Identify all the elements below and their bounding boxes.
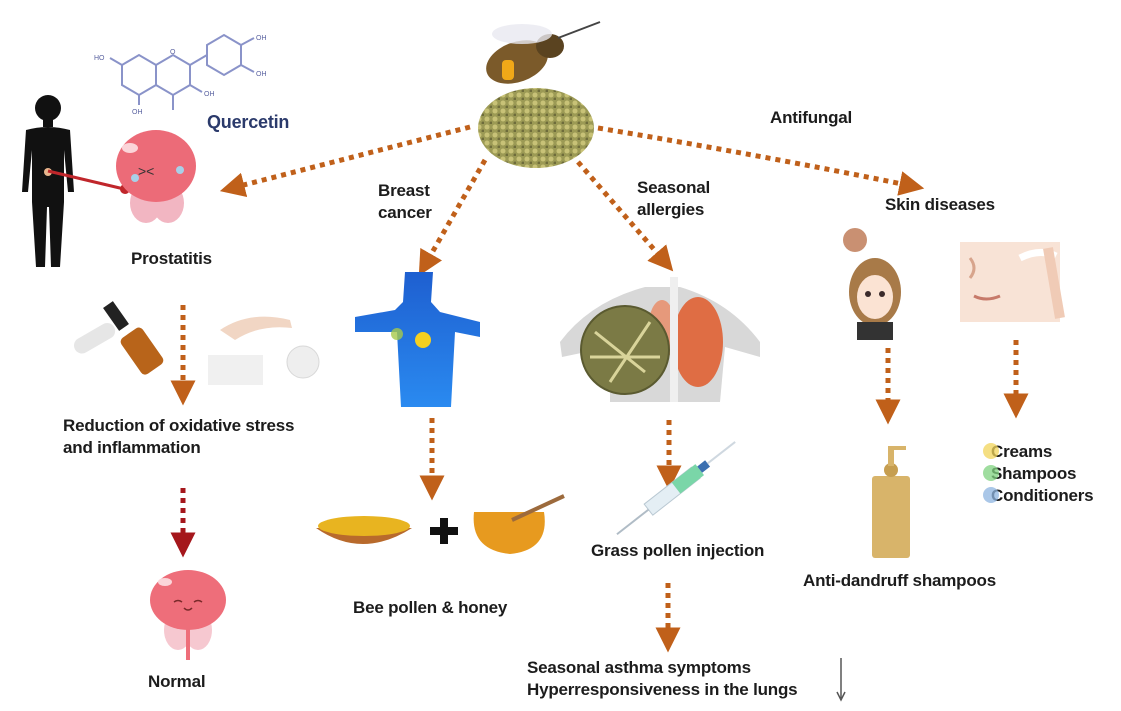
arrow-to-skin-diseases [597, 125, 925, 196]
asthma-outcome-label: Seasonal asthma symptoms Hyperresponsive… [527, 657, 798, 701]
antifungal-label: Antifungal [770, 108, 853, 127]
shampoo-bottle-icon [872, 446, 910, 558]
svg-text:OH: OH [256, 35, 267, 42]
breast-anatomy-icon [355, 272, 480, 407]
quercetin-label: Quercetin [207, 112, 290, 132]
syringe-icon [616, 441, 736, 536]
svg-text:><: >< [138, 163, 154, 179]
breast-cancer-label: Breast cancer [378, 180, 432, 224]
bee-icon [486, 21, 601, 84]
human-silhouette-icon [22, 95, 74, 267]
seasonal-allergies-label: Seasonal allergies [637, 177, 710, 221]
svg-text:OH: OH [204, 91, 215, 98]
skin-products-list: Creams Shampoos Conditioners [983, 441, 1094, 507]
product-shampoos: Shampoos [983, 463, 1093, 485]
supplements-icon [74, 301, 320, 385]
product-creams: Creams [983, 441, 1093, 463]
blue-bubble-icon [983, 487, 999, 503]
face-cream-icon [960, 242, 1065, 322]
grass-pollen-injection-label: Grass pollen injection [591, 541, 765, 560]
bee-pollen-honey-label: Bee pollen & honey [353, 598, 508, 617]
arrow-to-seasonal-allergies [576, 160, 674, 272]
normal-label: Normal [148, 672, 206, 691]
reduction-line-2: and inflammation [63, 438, 201, 457]
reduction-label: Reduction of oxidative stress and inflam… [63, 415, 295, 459]
reduction-line-1: Reduction of oxidative stress [63, 416, 295, 435]
yellow-bubble-icon [983, 443, 999, 459]
arrow-to-breast-cancer [418, 158, 488, 276]
hyperresponsiveness-line: Hyperresponsiveness in the lungs [527, 680, 798, 699]
pollen-and-honey-icon [316, 494, 565, 554]
bee-pollen-pile-icon [478, 88, 594, 168]
anti-dandruff-label: Anti-dandruff shampoos [803, 571, 996, 590]
product-conditioners: Conditioners [983, 485, 1094, 507]
svg-text:OH: OH [256, 71, 267, 78]
dandruff-girl-icon [843, 228, 901, 340]
svg-text:O: O [170, 49, 176, 56]
inflamed-prostate-icon: >< [116, 130, 196, 223]
seasonal-allergies-line-2: allergies [637, 200, 705, 219]
breast-cancer-line-1: Breast [378, 181, 430, 200]
prostatitis-label: Prostatitis [131, 249, 212, 268]
green-bubble-icon [983, 465, 999, 481]
arrow-to-prostatitis [219, 124, 471, 198]
breast-cancer-line-2: cancer [378, 203, 432, 222]
quercetin-molecule-icon: HO OH OH OH OH O [94, 33, 267, 116]
svg-text:OH: OH [132, 109, 143, 116]
lungs-fungus-icon [560, 277, 760, 402]
skin-diseases-label: Skin diseases [885, 195, 995, 214]
seasonal-allergies-line-1: Seasonal [637, 178, 711, 197]
normal-prostate-icon [150, 570, 226, 660]
asthma-symptoms-line: Seasonal asthma symptoms [527, 658, 751, 677]
svg-text:HO: HO [94, 55, 105, 62]
